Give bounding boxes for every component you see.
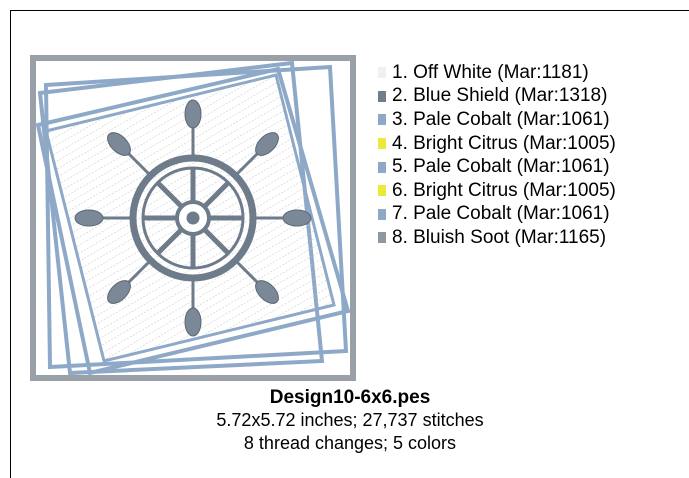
frame-left-border bbox=[10, 10, 11, 478]
design-dimensions: 5.72x5.72 inches; 27,737 stitches bbox=[216, 410, 484, 430]
thread-item: 4. Bright Citrus (Mar:1005) bbox=[378, 132, 616, 156]
design-thread-summary: 8 thread changes; 5 colors bbox=[243, 433, 457, 453]
thread-swatch bbox=[378, 138, 386, 150]
thread-item: 3. Pale Cobalt (Mar:1061) bbox=[378, 108, 616, 132]
embroidery-design-image bbox=[30, 55, 356, 381]
thread-swatch bbox=[378, 232, 386, 244]
frame-top-border bbox=[10, 10, 689, 11]
thread-label: 8. Bluish Soot (Mar:1165) bbox=[392, 226, 607, 248]
thread-label: 4. Bright Citrus (Mar:1005) bbox=[392, 132, 616, 154]
thread-label: 6. Bright Citrus (Mar:1005) bbox=[392, 179, 616, 201]
thread-item: 6. Bright Citrus (Mar:1005) bbox=[378, 179, 616, 203]
thread-color-legend: 1. Off White (Mar:1181) 2. Blue Shield (… bbox=[378, 61, 616, 250]
thread-swatch bbox=[378, 114, 386, 126]
thread-label: 1. Off White (Mar:1181) bbox=[392, 61, 589, 83]
design-caption: Design10-6x6.pes 5.72x5.72 inches; 27,73… bbox=[160, 386, 540, 455]
thread-item: 5. Pale Cobalt (Mar:1061) bbox=[378, 155, 616, 179]
thread-item: 2. Blue Shield (Mar:1318) bbox=[378, 85, 616, 109]
thread-label: 7. Pale Cobalt (Mar:1061) bbox=[392, 203, 610, 225]
thread-swatch bbox=[378, 90, 386, 102]
thread-swatch bbox=[378, 208, 386, 220]
thread-item: 7. Pale Cobalt (Mar:1061) bbox=[378, 203, 616, 227]
design-file-name: Design10-6x6.pes bbox=[269, 387, 431, 408]
thread-swatch bbox=[378, 185, 386, 197]
thread-swatch bbox=[378, 67, 386, 79]
thread-item: 1. Off White (Mar:1181) bbox=[378, 61, 616, 85]
thread-label: 2. Blue Shield (Mar:1318) bbox=[392, 85, 608, 107]
thread-label: 3. Pale Cobalt (Mar:1061) bbox=[392, 108, 610, 130]
thread-swatch bbox=[378, 161, 386, 173]
thread-label: 5. Pale Cobalt (Mar:1061) bbox=[392, 156, 610, 178]
thread-item: 8. Bluish Soot (Mar:1165) bbox=[378, 226, 616, 250]
